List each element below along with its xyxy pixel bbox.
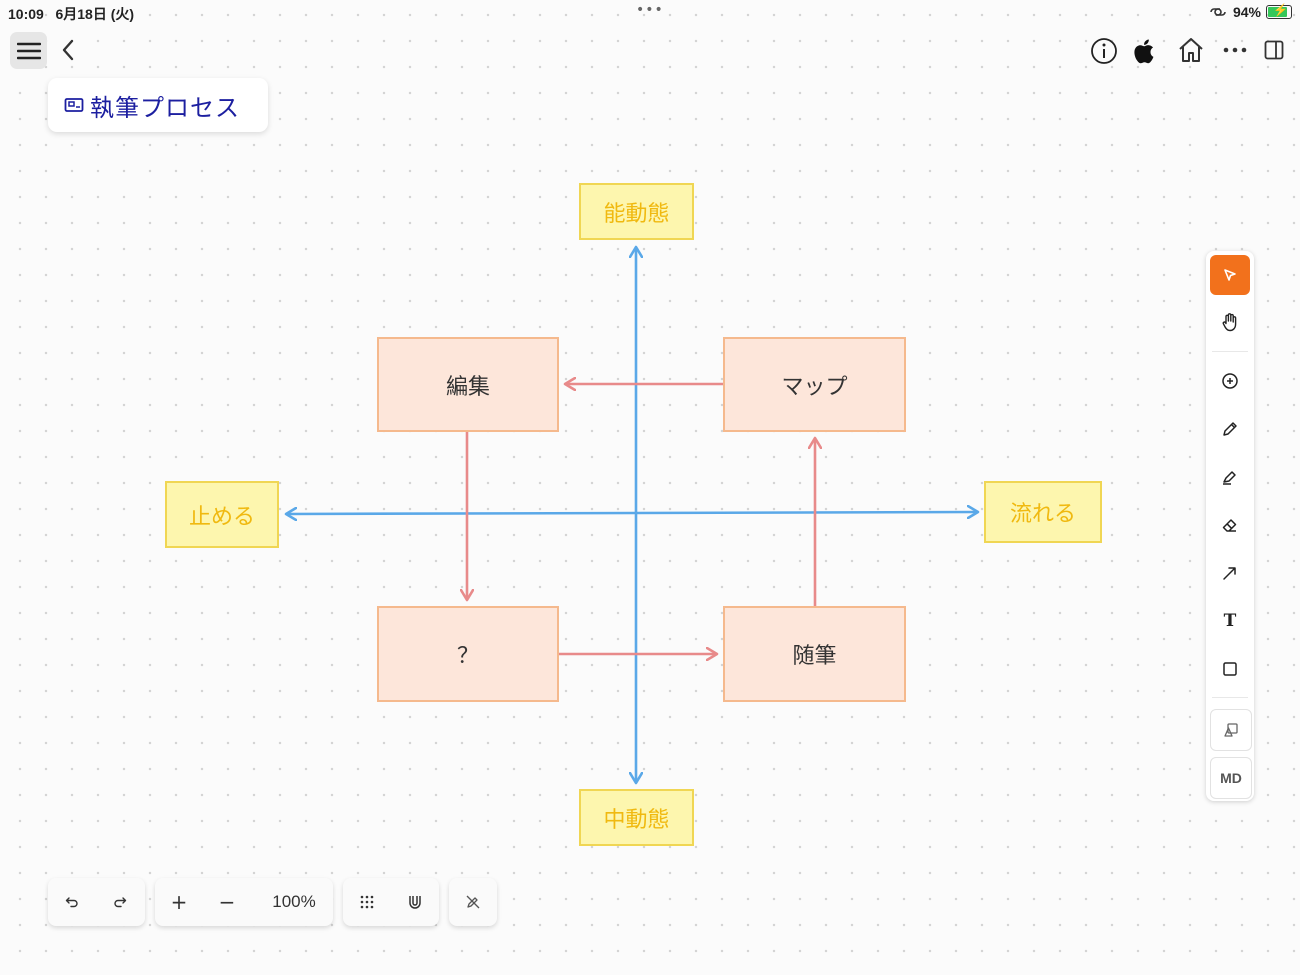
- node-mappu[interactable]: マップ: [723, 337, 906, 432]
- node-henshuu[interactable]: 編集: [377, 337, 559, 432]
- arrow-horizontal-left[interactable]: [286, 513, 637, 514]
- undo-icon[interactable]: [48, 878, 96, 926]
- import-shapes-icon[interactable]: [1210, 709, 1252, 751]
- info-icon[interactable]: [1089, 36, 1119, 66]
- apple-icon[interactable]: [1131, 36, 1159, 66]
- node-noudoutai[interactable]: 能動態: [579, 183, 694, 240]
- status-time: 10:09: [8, 6, 44, 22]
- node-zuihitsu[interactable]: 随筆: [723, 606, 906, 702]
- zoom-level[interactable]: 100%: [272, 892, 316, 911]
- zoom-in-button[interactable]: +: [170, 890, 188, 914]
- status-date: 6月18日 (火): [55, 6, 135, 22]
- hamburger-menu-icon[interactable]: [10, 32, 47, 69]
- sidebar-icon[interactable]: [1261, 36, 1287, 64]
- markdown-button[interactable]: MD: [1210, 757, 1252, 799]
- status-time-date: 10:09 6月18日 (火): [8, 4, 134, 24]
- link-icon: [1210, 8, 1226, 16]
- zoom-group: + − 100%: [155, 878, 333, 926]
- toolbar-divider: [1212, 697, 1248, 698]
- eraser-icon[interactable]: [1210, 505, 1250, 545]
- pen-icon[interactable]: [1210, 409, 1250, 449]
- canvas-title-card[interactable]: 執筆プロセス: [48, 78, 268, 132]
- grid-dots-icon[interactable]: [343, 878, 391, 926]
- add-circle-icon[interactable]: [1210, 361, 1250, 401]
- magnet-icon[interactable]: [391, 878, 439, 926]
- node-chuudoutai[interactable]: 中動態: [579, 789, 694, 846]
- status-right: 94% ⚡: [1208, 3, 1292, 20]
- top-bar: [0, 28, 1300, 76]
- highlighter-icon[interactable]: [1210, 457, 1250, 497]
- text-icon[interactable]: T: [1223, 611, 1237, 631]
- battery-icon: ⚡: [1266, 3, 1292, 19]
- shape-icon[interactable]: [1210, 649, 1250, 689]
- node-nagareru[interactable]: 流れる: [984, 481, 1102, 543]
- board-icon: [64, 98, 84, 112]
- back-chevron-icon[interactable]: [56, 36, 80, 64]
- node-question[interactable]: ？: [377, 606, 559, 702]
- undo-redo-group: [48, 878, 145, 926]
- node-tomeru[interactable]: 止める: [165, 481, 279, 548]
- canvas-title: 執筆プロセス: [90, 93, 240, 122]
- arrow-horizontal-right[interactable]: [635, 512, 978, 513]
- battery-percent: 94%: [1232, 4, 1261, 20]
- multitasking-dots[interactable]: •••: [636, 2, 664, 18]
- hand-icon[interactable]: [1210, 302, 1250, 342]
- arrow-icon[interactable]: [1210, 553, 1250, 593]
- status-bar: 10:09 6月18日 (火) ••• 94% ⚡: [0, 0, 1300, 26]
- grid-snap-group: [343, 878, 439, 926]
- zoom-out-button[interactable]: −: [218, 890, 236, 914]
- select-cursor-icon[interactable]: [1210, 255, 1250, 295]
- pencil-off-icon[interactable]: [449, 878, 497, 926]
- home-icon[interactable]: [1175, 34, 1207, 66]
- side-toolbar: T MD: [1206, 251, 1254, 801]
- more-icon[interactable]: [1220, 36, 1250, 64]
- redo-icon[interactable]: [96, 878, 144, 926]
- pencil-off-group: [449, 878, 497, 926]
- toolbar-divider: [1212, 351, 1248, 352]
